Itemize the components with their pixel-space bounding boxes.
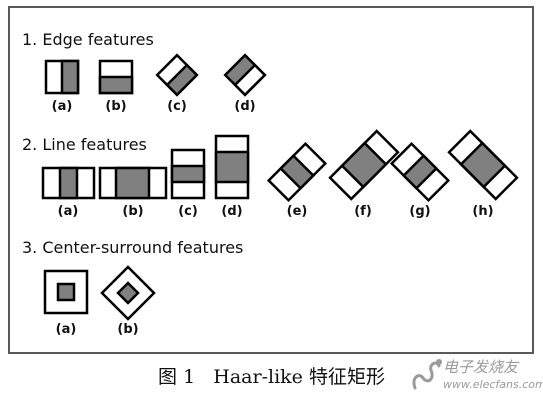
center-surround-feature-a: [43, 269, 89, 315]
watermark-logo-icon: [412, 359, 442, 390]
edge-label-c: (c): [167, 99, 187, 114]
line-feature-a: [41, 166, 96, 200]
center-label-b: (b): [117, 322, 139, 337]
edge-feature-b: [98, 59, 134, 95]
section-title-line: 2. Line features: [22, 135, 147, 154]
line-feature-c: [170, 148, 206, 200]
watermark-url: www.elecfans.com: [443, 378, 543, 391]
edge-feature-a: [44, 59, 80, 95]
watermark-text: 电子发烧友: [443, 358, 519, 376]
line-label-f: (f): [354, 204, 372, 219]
line-label-d: (d): [221, 204, 243, 219]
line-feature-g: [389, 141, 451, 203]
edge-label-a: (a): [51, 99, 73, 114]
figure-caption: 图 1 Haar-like 特征矩形: [158, 366, 385, 388]
edge-feature-c: [155, 53, 199, 97]
line-label-c: (c): [178, 204, 198, 219]
edge-feature-d: [223, 53, 267, 97]
line-label-a: (a): [57, 204, 79, 219]
line-feature-b: [98, 166, 168, 200]
line-label-e: (e): [286, 204, 308, 219]
edge-label-b: (b): [105, 99, 127, 114]
center-surround-feature-b: [100, 265, 156, 321]
line-feature-f: [328, 129, 400, 201]
edge-label-d: (d): [234, 99, 256, 114]
line-feature-d: [214, 134, 250, 200]
watermark: 电子发烧友 www.elecfans.com: [409, 352, 543, 396]
center-label-a: (a): [55, 322, 77, 337]
line-label-b: (b): [122, 204, 144, 219]
line-feature-h: [447, 129, 519, 201]
line-feature-e: [266, 141, 328, 203]
line-label-h: (h): [472, 204, 494, 219]
line-label-g: (g): [409, 204, 431, 219]
section-title-edge: 1. Edge features: [22, 30, 154, 49]
section-title-center-surround: 3. Center-surround features: [22, 238, 244, 257]
